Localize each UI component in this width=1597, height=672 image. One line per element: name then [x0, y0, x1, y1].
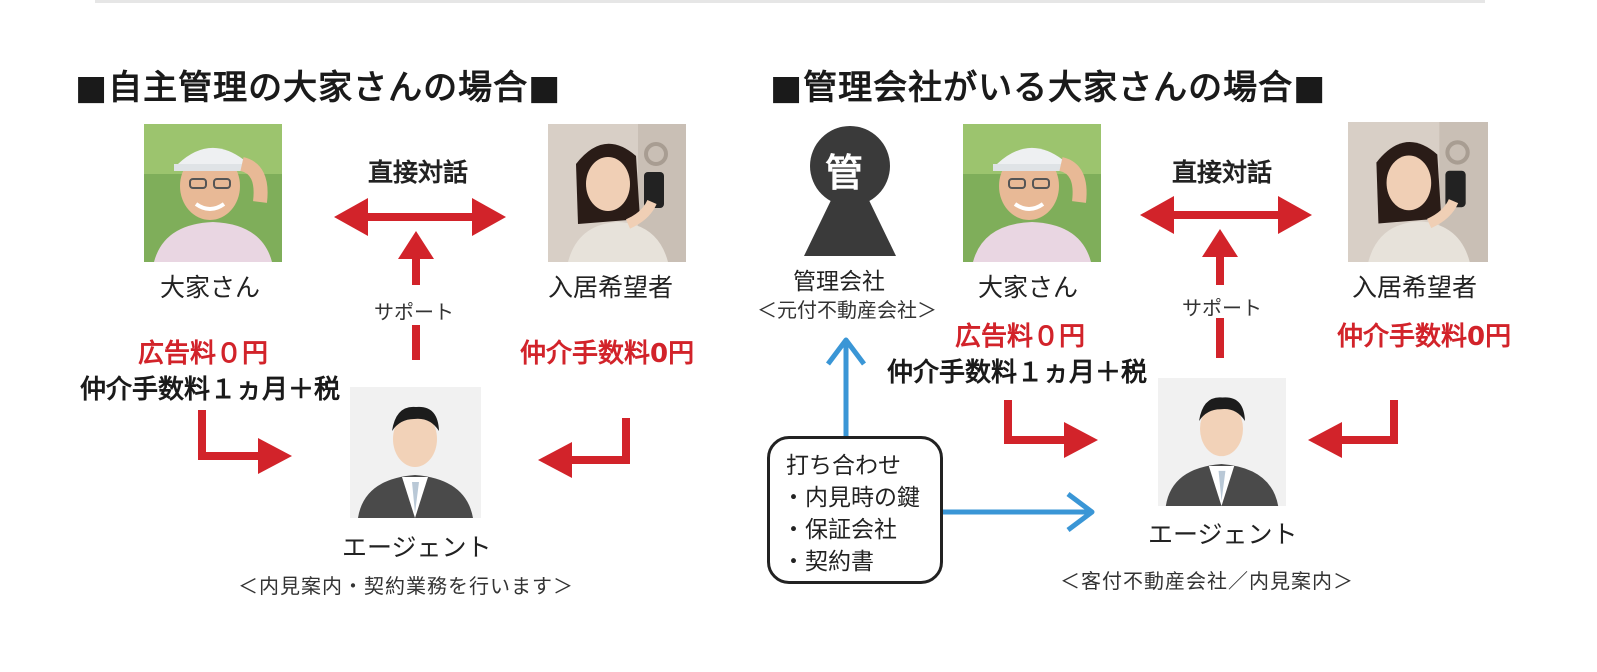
agent-photo-right	[1158, 378, 1286, 506]
left-landlord-agent-arrow	[198, 410, 292, 474]
right-support-arrow	[1202, 229, 1238, 358]
right-landlord-label: 大家さん	[978, 273, 1079, 302]
right-dialogue-label: 直接対話	[1172, 158, 1273, 187]
left-tenant-label: 入居希望者	[548, 273, 674, 302]
meeting-box-line-4: ・契約書	[782, 549, 874, 575]
tenant-photo-right	[1348, 122, 1488, 262]
right-support-label: サポート	[1182, 296, 1262, 320]
left-landlord-commission: 仲介手数料１ヵ月＋税	[80, 375, 341, 405]
right-title: ■管理会社がいる大家さんの場合■	[770, 68, 1327, 108]
box-to-management-arrow	[826, 337, 866, 436]
right-dialogue-double-arrow	[1140, 196, 1312, 234]
management-note: ＜元付不動産会社＞	[757, 298, 937, 322]
landlord-photo-right	[963, 124, 1101, 262]
left-dialogue-label: 直接対話	[368, 158, 469, 187]
left-tenant-agent-arrow	[538, 418, 630, 478]
tenant-photo-left	[548, 124, 686, 262]
right-tenant-label: 入居希望者	[1352, 273, 1478, 302]
management-kan-char: 管	[825, 151, 864, 195]
landlord-photo-left	[144, 124, 282, 262]
agent-photo-left	[350, 387, 481, 518]
left-landlord-label: 大家さん	[160, 273, 261, 302]
right-tenant-fee: 仲介手数料0円	[1337, 322, 1512, 352]
left-support-label: サポート	[374, 300, 454, 324]
right-landlord-agent-arrow	[1004, 400, 1098, 458]
left-agent-label: エージェント	[342, 533, 492, 562]
left-title: ■自主管理の大家さんの場合■	[75, 68, 562, 108]
left-agent-note: ＜内見案内・契約業務を行います＞	[238, 574, 574, 598]
box-to-agent-arrow	[943, 492, 1095, 532]
right-agent-note: ＜客付不動産会社／内見案内＞	[1060, 569, 1354, 593]
management-company-icon	[804, 126, 896, 256]
left-landlord-ad-fee: 広告料０円	[138, 339, 269, 369]
left-tenant-fee: 仲介手数料0円	[520, 339, 695, 369]
right-landlord-ad-fee: 広告料０円	[955, 322, 1086, 352]
top-divider	[95, 0, 1485, 3]
meeting-box-line-2: ・内見時の鍵	[782, 485, 920, 511]
meeting-box: 打ち合わせ ・内見時の鍵 ・保証会社 ・契約書	[767, 436, 943, 584]
left-dialogue-double-arrow	[334, 198, 506, 236]
left-support-arrow	[398, 231, 434, 360]
management-label: 管理会社	[793, 269, 885, 295]
meeting-box-line-3: ・保証会社	[782, 517, 897, 543]
meeting-box-line-1: 打ち合わせ	[786, 453, 901, 479]
right-tenant-agent-arrow	[1308, 400, 1398, 458]
right-landlord-commission: 仲介手数料１ヵ月＋税	[887, 358, 1148, 388]
right-agent-label: エージェント	[1148, 520, 1298, 549]
